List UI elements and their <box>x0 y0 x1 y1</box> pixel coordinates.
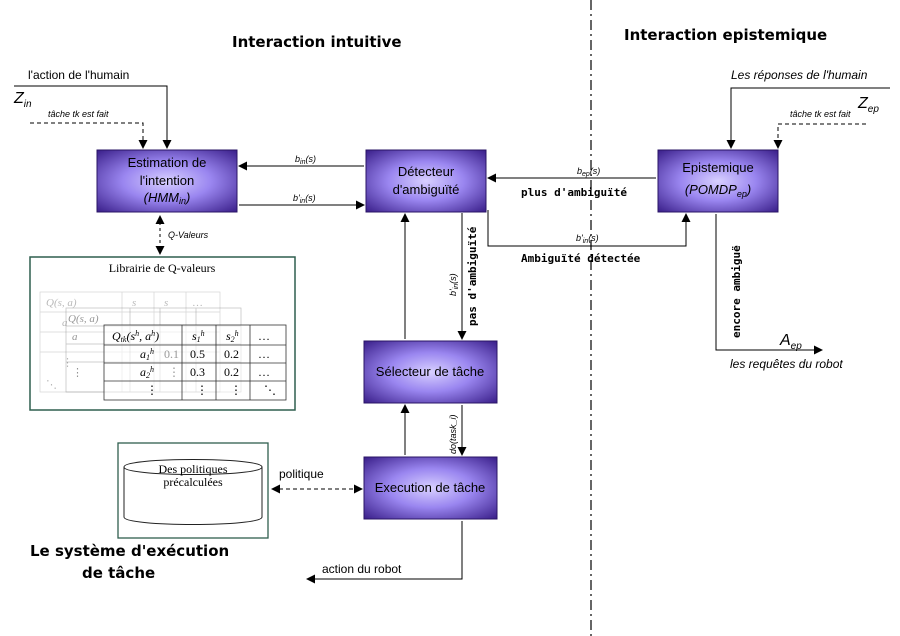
q-row1-s2: 0.2 <box>224 347 239 361</box>
q-row1-s1: 0.5 <box>190 347 205 361</box>
svg-text:Q(s, a): Q(s, a) <box>46 297 77 309</box>
q-row1-action: a1h <box>140 347 154 362</box>
action-robot-arrow <box>306 521 463 584</box>
action-robot-label: action du robot <box>322 562 402 576</box>
politique-label: politique <box>279 467 324 481</box>
detecteur-box: Détecteur d'ambiguïté <box>365 149 487 213</box>
detecteur-line2: d'ambiguïté <box>393 182 460 197</box>
ambiguite-detectee-label: Ambiguïté détectée <box>521 252 641 265</box>
tache-fait-right-arrow <box>773 123 866 149</box>
svg-text:a: a <box>72 331 78 343</box>
reponses-humain-arrow <box>726 87 890 149</box>
politiques-line1: Des politiques <box>159 462 228 476</box>
q-row3-c4: ⋱ <box>264 383 276 397</box>
requetes-robot-label: les requêtes du robot <box>730 357 843 371</box>
librairie-panel: Librairie de Q-valeurs Q(s, a) s s … a ⋮… <box>29 256 296 411</box>
estimation-box: Estimation de l'intention (HMMin) <box>96 149 238 213</box>
q-valeurs-label: Q-Valeurs <box>168 230 209 240</box>
epistemique-line2: (POMDPep) <box>685 182 751 199</box>
svg-text:⋮: ⋮ <box>72 367 83 379</box>
q-row2-more: … <box>258 365 270 379</box>
q-header-s2: s2h <box>226 329 239 344</box>
encore-ambigue-label: encore ambiguë <box>730 245 743 338</box>
section-title-epistemic: Interaction epistemique <box>624 26 827 44</box>
ambiguite-detectee-arrow <box>487 210 691 247</box>
q-header-q: Qtk(sh, ah) <box>112 329 159 344</box>
action-humain-arrow <box>14 85 172 149</box>
pas-ambiguite-label: pas d'ambiguïté <box>466 226 479 326</box>
svg-text:s: s <box>132 297 136 309</box>
b-ep-label: bep(s) <box>577 166 600 178</box>
z-in-symbol: Zin <box>13 90 32 110</box>
svg-text:⋮: ⋮ <box>62 357 73 369</box>
q-row1-more: … <box>258 347 270 361</box>
politiques-database: Des politiques précalculées <box>117 442 269 539</box>
detecteur-line1: Détecteur <box>398 164 455 179</box>
q-row2-s2: 0.2 <box>224 365 239 379</box>
epistemique-line1: Epistemique <box>682 160 754 175</box>
tache-fait-left-label: tâche tk est fait <box>48 109 109 119</box>
q-row3-c2: ⋮ <box>196 383 208 397</box>
encore-ambigue-arrow <box>715 214 823 355</box>
epistemique-box: Epistemique (POMDPep) <box>657 149 779 213</box>
bprime-in-label: b'in(s) <box>293 193 316 205</box>
q-header-s1: s1h <box>192 329 205 344</box>
plus-ambiguite-label: plus d'ambiguïté <box>521 186 627 199</box>
librairie-title: Librairie de Q-valeurs <box>109 261 216 275</box>
bprime-in-vert-label: b'in(s) <box>448 273 460 296</box>
z-ep-symbol: Zep <box>857 95 879 115</box>
q-row1-ghost: 0.1 <box>164 347 179 361</box>
action-humain-label: l'action de l'humain <box>28 68 129 82</box>
estimation-line2: l'intention <box>140 173 195 188</box>
bprime-in-right-label: b'in(s) <box>576 233 599 245</box>
svg-text:Q(s, a): Q(s, a) <box>68 313 99 325</box>
estimation-line3: (HMMin) <box>144 190 191 206</box>
svg-text:s: s <box>164 297 168 309</box>
selecteur-box: Sélecteur de tâche <box>363 340 498 404</box>
politiques-line2: précalculées <box>163 475 223 489</box>
svg-text:…: … <box>192 297 203 309</box>
selecteur-label: Sélecteur de tâche <box>376 364 484 379</box>
q-table: Qtk(sh, ah) s1h s2h … a1h 0.1 0.5 0.2 … … <box>103 324 287 401</box>
reponses-humain-label: Les réponses de l'humain <box>731 68 868 82</box>
do-task-label: do(task_i) <box>448 414 458 454</box>
tache-fait-left-arrow <box>30 122 148 149</box>
q-header-more: … <box>258 329 270 343</box>
b-in-label: bin(s) <box>295 154 316 166</box>
svg-text:⋱: ⋱ <box>46 379 57 391</box>
execution-label: Execution de tâche <box>375 480 486 495</box>
q-row3-c1: ⋮ <box>146 383 158 397</box>
svg-text:a: a <box>62 317 68 329</box>
q-row2-s1: 0.3 <box>190 365 205 379</box>
q-row2-ghost: ⋮ <box>168 365 180 379</box>
section-title-intuitive: Interaction intuitive <box>232 33 402 51</box>
a-ep-symbol: Aep <box>779 332 802 352</box>
estimation-line1: Estimation de <box>128 155 207 170</box>
system-title-line2: de tâche <box>82 564 155 582</box>
q-row3-c3: ⋮ <box>230 383 242 397</box>
system-title-line1: Le système d'exécution <box>30 542 229 560</box>
q-row2-action: a2h <box>140 365 154 380</box>
execution-box: Execution de tâche <box>363 456 498 520</box>
tache-fait-right-label: tâche tk est fait <box>790 109 851 119</box>
